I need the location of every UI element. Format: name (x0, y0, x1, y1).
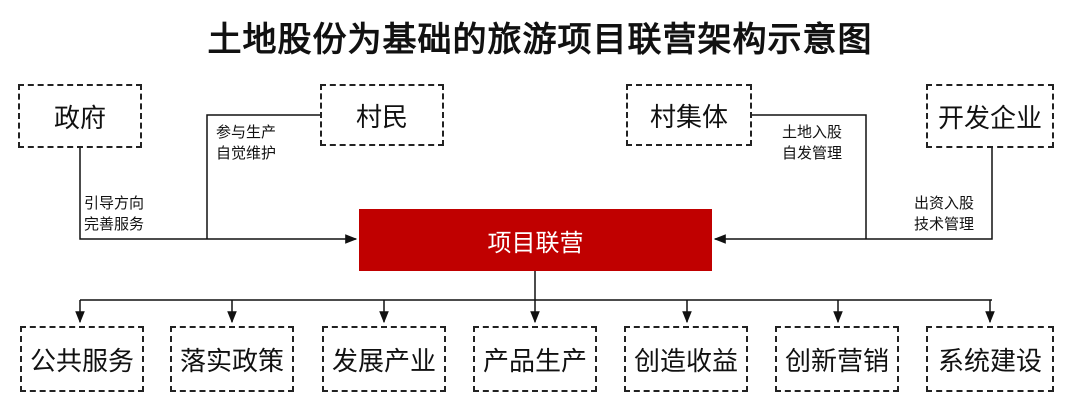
government-relation-line-2: 完善服务 (84, 215, 145, 233)
developer-relation-label: 出资入股 技术管理 (914, 193, 974, 235)
collective-relation-line-2: 自发管理 (782, 144, 843, 162)
villagers-connector (206, 114, 320, 239)
villagers-relation-label: 参与生产 自觉维护 (216, 122, 276, 164)
function-box-6: 创新营销 (775, 326, 899, 392)
government-box: 政府 (18, 84, 142, 148)
villagers-relation-line-1: 参与生产 (216, 123, 277, 141)
villagers-box: 村民 (320, 84, 444, 146)
developer-relation-line-1: 出资入股 (914, 194, 975, 212)
villagers-relation-line-2: 自觉维护 (216, 144, 277, 162)
collective-relation-line-1: 土地入股 (782, 123, 843, 141)
project-joint-operation-node: 项目联营 (359, 209, 712, 271)
function-box-5: 创造收益 (624, 326, 748, 392)
collective-connector (752, 114, 867, 239)
diagram-title: 土地股份为基础的旅游项目联营架构示意图 (207, 20, 873, 60)
developer-box: 开发企业 (926, 84, 1054, 148)
government-relation-label: 引导方向 完善服务 (84, 193, 144, 235)
function-box-1: 公共服务 (20, 326, 144, 392)
collective-relation-label: 土地入股 自发管理 (782, 122, 842, 164)
function-box-7: 系统建设 (926, 326, 1054, 392)
function-box-3: 发展产业 (322, 326, 446, 392)
function-box-4: 产品生产 (473, 326, 597, 392)
developer-connector (713, 148, 993, 244)
government-connector (79, 148, 358, 244)
collective-box: 村集体 (626, 84, 752, 146)
developer-relation-line-2: 技术管理 (914, 215, 975, 233)
function-box-2: 落实政策 (170, 326, 294, 392)
government-relation-line-1: 引导方向 (84, 194, 145, 212)
